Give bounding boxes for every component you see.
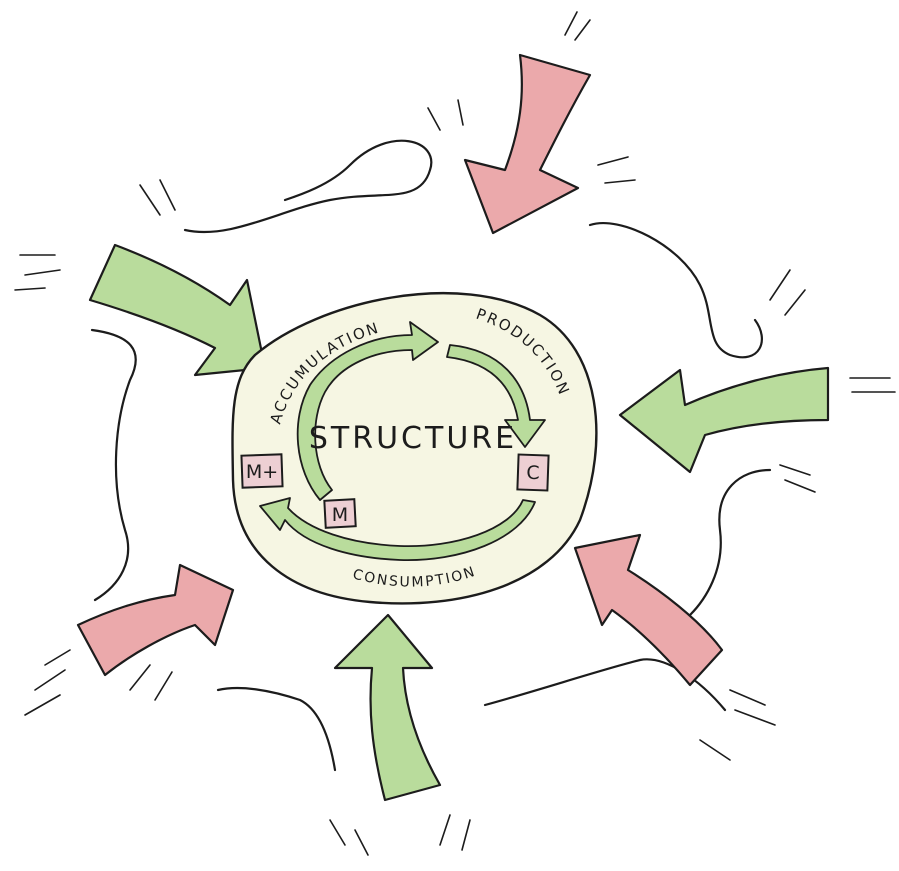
- green-arrow-upper-left: [88, 243, 267, 377]
- pink-arrow-lower-right: [573, 533, 724, 687]
- structure-label: STRUCTURE: [309, 421, 517, 456]
- outer-boundary-lines: [90, 139, 772, 772]
- node-m-plus: M+: [240, 453, 284, 489]
- motion-ticks: [14, 11, 896, 856]
- node-c-label: C: [526, 462, 539, 484]
- node-m-plus-label: M+: [246, 461, 278, 483]
- accumulation-arrow: [296, 321, 439, 501]
- green-arrow-bottom: [333, 613, 442, 802]
- consumption-arrow: [259, 497, 536, 561]
- structure-core: STRUCTURE ACCUMULATION PRODUCTION CONSUM…: [231, 291, 598, 605]
- pink-arrow-top-right: [463, 53, 592, 235]
- green-arrow-right: [618, 366, 830, 474]
- production-arrow: [446, 344, 546, 448]
- inflow-arrows: [76, 53, 830, 802]
- node-m-label: M: [332, 504, 348, 526]
- pink-arrow-lower-left: [76, 563, 235, 677]
- node-m: M: [323, 498, 357, 529]
- node-c: C: [516, 453, 550, 492]
